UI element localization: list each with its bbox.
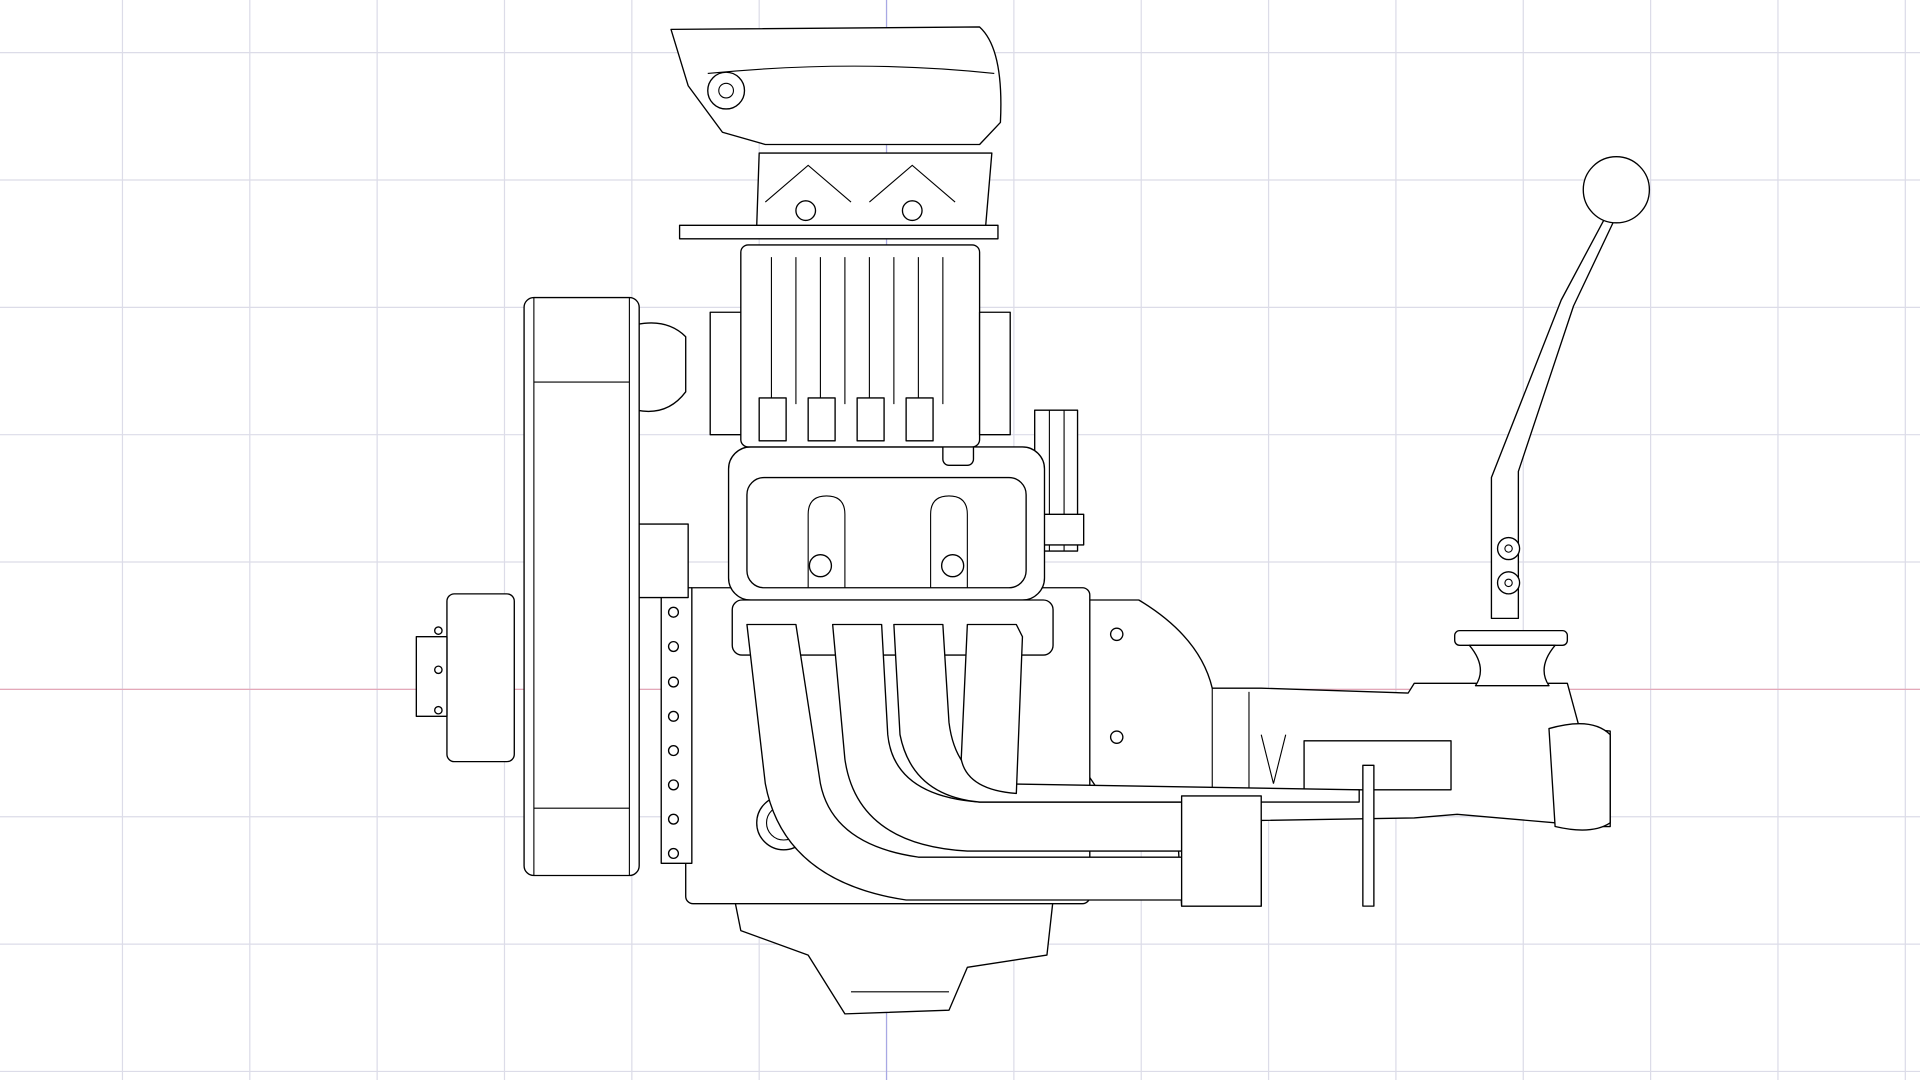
bolt [667, 640, 680, 653]
injector-stack [856, 397, 885, 442]
bolt [667, 710, 680, 722]
supercharger [670, 26, 1011, 448]
bolt [667, 606, 680, 618]
bolt [667, 676, 680, 688]
bolt [667, 813, 680, 825]
blower-rib [868, 257, 895, 405]
blower-scoop [670, 26, 1002, 146]
bolt [667, 745, 680, 757]
exhaust-headers [731, 599, 1360, 907]
blower-rib [770, 257, 797, 405]
belt-drive [415, 296, 689, 877]
blower-rib [917, 257, 944, 405]
injector-stack [758, 397, 787, 442]
injector-stack [807, 397, 836, 442]
bolt [667, 847, 680, 860]
gear-shifter [1454, 156, 1651, 687]
idler-pulley [446, 593, 515, 763]
injector-stack [905, 397, 934, 442]
oil-pan [734, 899, 1054, 1015]
bolt [667, 779, 680, 791]
shifter-knob [1582, 156, 1651, 224]
engine-model[interactable] [415, 26, 1651, 1015]
blower-rib [819, 257, 846, 405]
valve-cover [727, 421, 1046, 601]
